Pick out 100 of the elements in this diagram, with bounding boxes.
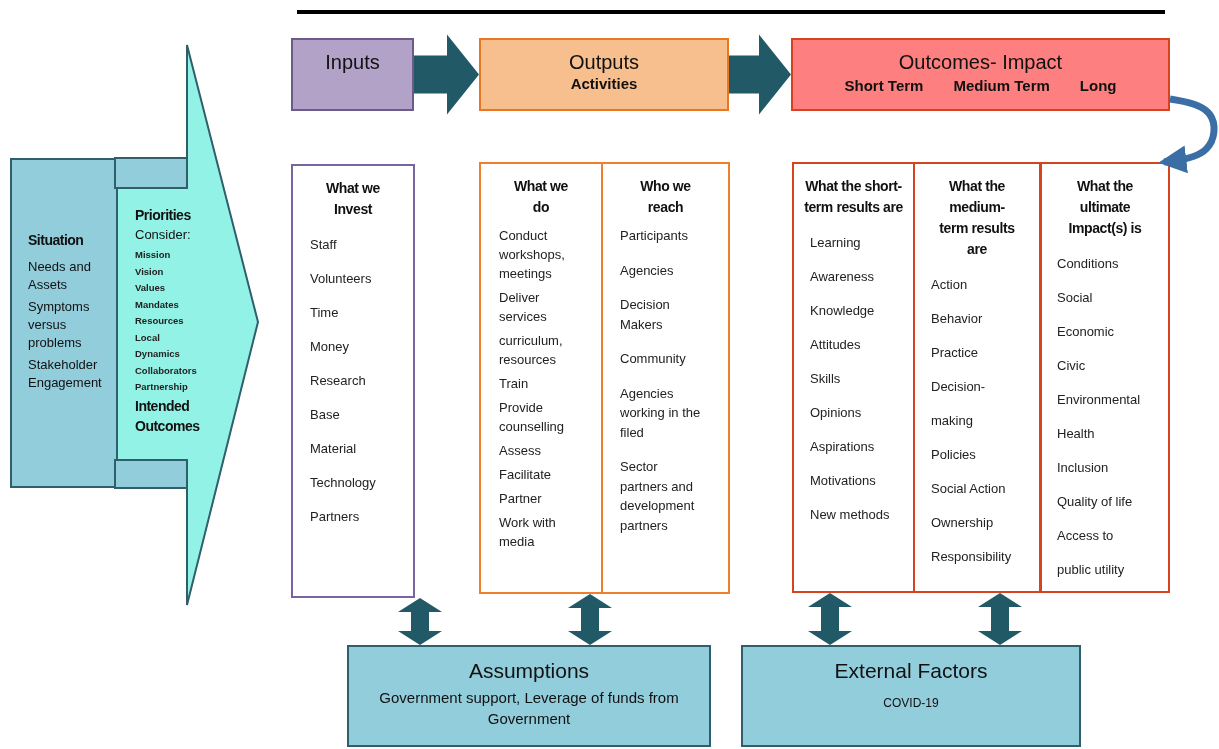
- block-arrow: [398, 598, 442, 645]
- list-item: Vision: [135, 264, 165, 279]
- block-arrow: [978, 593, 1022, 645]
- list-item: Symptoms versus problems: [28, 298, 91, 352]
- list-item: Partner: [499, 490, 543, 508]
- list-item: Time: [310, 304, 340, 322]
- list-item: Economic: [1057, 323, 1116, 341]
- list-item: Quality of life: [1057, 493, 1134, 511]
- list-item: Attitudes: [810, 336, 862, 354]
- factor-box: [347, 645, 711, 747]
- list-item: Conditions: [1057, 255, 1120, 273]
- list-item: Needs and Assets: [28, 258, 92, 294]
- column-heading: What we Invest: [325, 179, 381, 219]
- list-item: Stakeholder Engagement: [28, 356, 103, 392]
- box-title: External Factors: [833, 658, 989, 684]
- block-arrow: [729, 34, 791, 115]
- block-arrow: [414, 34, 479, 115]
- list-item: Environmental: [1057, 391, 1142, 409]
- list-item: Participants: [620, 227, 689, 245]
- box-note: COVID-19: [882, 695, 940, 712]
- panel-heading: Intended Outcomes: [135, 396, 201, 436]
- list-item: Civic: [1057, 357, 1087, 375]
- list-item: Health: [1057, 425, 1096, 443]
- column-box: [913, 162, 1041, 593]
- column-heading: What the ultimate Impact(s) is: [1067, 177, 1143, 238]
- header-subtitle: Short Term: [844, 76, 924, 96]
- list-item: Local: [135, 330, 161, 345]
- list-item: Access to public utility: [1057, 527, 1126, 579]
- list-item: Base: [310, 406, 341, 424]
- list-item: Train: [499, 375, 530, 393]
- list-item: Learning: [810, 234, 862, 252]
- list-item: Values: [135, 281, 167, 295]
- list-item: Partnership: [135, 380, 189, 394]
- list-item: Technology: [310, 474, 377, 492]
- list-item: Agencies: [620, 261, 675, 280]
- list-item: Social: [1057, 289, 1094, 307]
- column-heading: What the short-term results are: [803, 177, 904, 217]
- list-item: Research: [310, 372, 367, 390]
- list-item: Action: [931, 276, 969, 294]
- situation-panel: [10, 158, 119, 488]
- list-item: Aspirations: [810, 438, 876, 456]
- list-item: Material: [310, 440, 358, 458]
- list-item: Responsibility: [931, 548, 1013, 566]
- list-item: Knowledge: [810, 302, 876, 320]
- block-arrow-panel: [117, 45, 260, 605]
- list-item: Assess: [499, 442, 542, 460]
- list-item: Community: [620, 350, 687, 368]
- column-box: [291, 164, 415, 598]
- block-arrow: [808, 593, 852, 645]
- column-box: [601, 162, 730, 594]
- list-item: Deliver services: [499, 289, 548, 326]
- column-box: [1040, 162, 1170, 593]
- list-item: Money: [310, 338, 351, 356]
- list-item: curriculum, resources: [499, 332, 564, 369]
- header-title: Outputs: [567, 50, 640, 74]
- list-item: Awareness: [810, 268, 876, 286]
- column-box: [792, 162, 915, 593]
- list-item: Mission: [135, 248, 172, 262]
- list-item: Inclusion: [1057, 459, 1110, 477]
- list-item: Social Action: [931, 480, 1007, 498]
- header-subtitle: Activities: [569, 74, 639, 94]
- block-arrow: [568, 594, 612, 645]
- list-item: Opinions: [810, 404, 863, 422]
- list-item: Agencies working in the filed: [620, 384, 702, 442]
- list-item: Work with media: [499, 514, 557, 551]
- list-item: Motivations: [810, 472, 877, 490]
- list-item: Volunteers: [310, 270, 373, 288]
- panel-heading: Priorities: [135, 206, 192, 225]
- list-item: Sector partners and development partners: [620, 458, 696, 535]
- list-item: Decision-making: [931, 378, 987, 430]
- header-box: [791, 38, 1170, 111]
- list-item: Resources: [135, 314, 185, 328]
- header-title: Outcomes- Impact: [897, 50, 1064, 74]
- list-item: Dynamics: [135, 347, 181, 361]
- list-item: New methods: [810, 506, 891, 524]
- curved-arrow: [1158, 95, 1218, 174]
- list-item: Policies: [931, 446, 977, 464]
- factor-box: [741, 645, 1081, 747]
- header-box: [291, 38, 414, 111]
- column-heading: Who we reach: [639, 177, 692, 217]
- column-heading: What the medium-term results are: [939, 177, 1015, 259]
- header-title: Inputs: [324, 50, 381, 74]
- list-item: Provide counselling: [499, 399, 566, 436]
- list-item: Partners: [310, 508, 361, 526]
- list-item: Behavior: [931, 310, 984, 328]
- header-subtitle: Medium Term: [953, 76, 1050, 96]
- list-item: Facilitate: [499, 466, 553, 484]
- box-title: Assumptions: [467, 658, 591, 684]
- list-item: Mandates: [135, 297, 180, 312]
- list-item: Decision Makers: [620, 296, 671, 334]
- panel-heading: Situation: [28, 232, 85, 248]
- list-item: Conduct workshops, meetings: [499, 227, 566, 283]
- header-box: [479, 38, 729, 111]
- column-box: [479, 162, 603, 594]
- list-item: Collaborators: [135, 363, 198, 378]
- box-note: Government support, Leverage of funds from Government: [378, 688, 680, 729]
- list-item: Staff: [310, 236, 338, 254]
- list-item: Skills: [810, 370, 842, 388]
- list-item: Practice: [931, 344, 979, 362]
- header-subtitle: Long: [1079, 76, 1117, 96]
